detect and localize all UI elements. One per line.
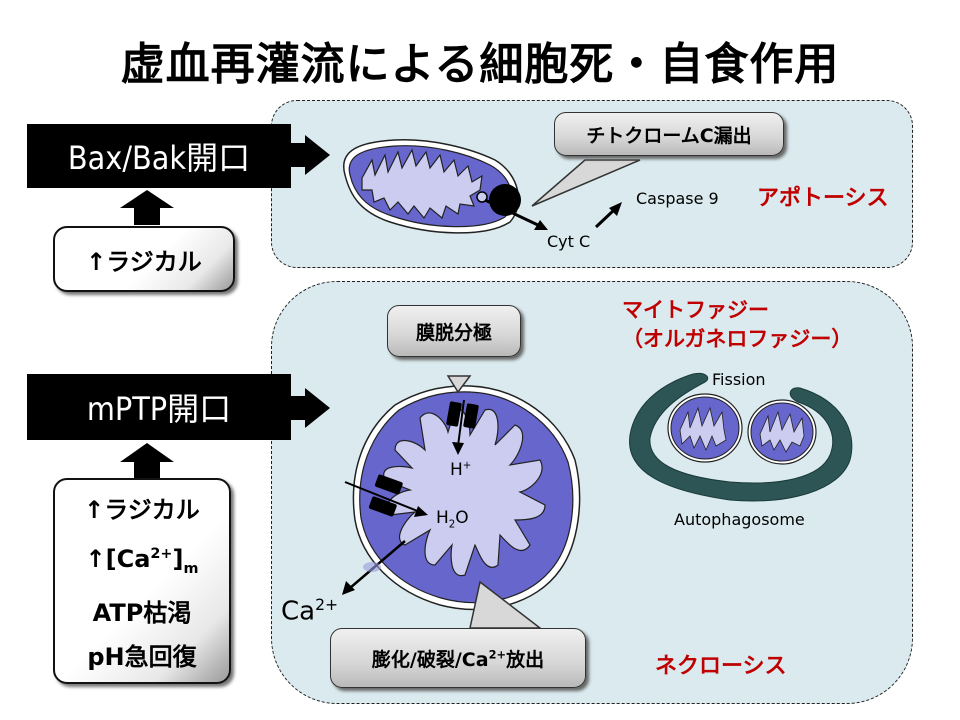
page-title: 虚血再灌流による細胞死・自食作用 — [120, 39, 840, 90]
channel-icon — [368, 496, 397, 517]
channel-icon — [463, 403, 479, 429]
autophagosome-icon — [629, 372, 853, 502]
up-arrow-icon — [120, 443, 174, 478]
arrow-head-icon — [534, 220, 548, 230]
bax-bak-opening-box: Bax/Bak開口 — [27, 124, 291, 188]
radical-cause-box: ↑ラジカル — [53, 226, 235, 292]
depolarization-callout: 膜脱分極 — [387, 305, 521, 357]
radical-label: ↑ラジカル — [84, 496, 200, 524]
arrow-head-icon — [452, 442, 464, 455]
swelling-rupture-callout: 膨化/破裂/Ca2+放出 — [330, 628, 586, 688]
atp-depletion-label: ATP枯渇 — [92, 598, 192, 627]
arrow-head-icon — [342, 581, 355, 595]
calcium-label: ↑[Ca2+]m — [85, 545, 199, 577]
caspase-9-label: Caspase 9 — [636, 189, 719, 208]
mptp-causes-box: ↑ラジカル ↑[Ca2+]m ATP枯渇 pH急回復 — [53, 478, 231, 684]
arrow-head-icon — [414, 506, 428, 517]
fission-label: Fission — [712, 370, 766, 389]
radical-label: ↑ラジカル — [86, 247, 202, 276]
right-arrow-icon — [291, 388, 330, 428]
autophagosome-label: Autophagosome — [674, 510, 805, 529]
callout-tail — [446, 375, 472, 394]
arrow-head-icon — [609, 202, 622, 216]
mitochondrion-icon — [343, 138, 520, 234]
callout-tail — [531, 159, 641, 207]
cytochrome-c-callout: チトクロームC漏出 — [554, 112, 784, 156]
mitochondrion-icon — [747, 399, 817, 465]
callout-text: 膜脱分極 — [415, 321, 492, 344]
up-arrow-icon — [120, 190, 174, 225]
calcium-ion-label: Ca2+ — [281, 596, 339, 627]
pore-icon — [489, 184, 521, 216]
mitochondrion-icon — [667, 393, 743, 463]
mptp-opening-box: mPTP開口 — [27, 374, 291, 440]
channel-icon — [446, 401, 462, 427]
callout-text: 膨化/破裂/Ca2+放出 — [371, 647, 545, 671]
callout-text: チトクロームC漏出 — [586, 124, 752, 147]
cyt-c-label: Cyt C — [547, 232, 591, 251]
ph-recovery-label: pH急回復 — [87, 642, 197, 671]
mitophagy-label: マイトファジー （オルガネロファジー） — [622, 298, 853, 351]
right-arrow-icon — [291, 135, 330, 175]
swollen-mitochondrion-icon — [352, 385, 581, 611]
apoptosis-label: アポトーシス — [757, 186, 889, 211]
channel-icon — [374, 474, 403, 495]
necrosis-label: ネクローシス — [655, 654, 787, 679]
h2o-label: H2O — [436, 508, 469, 531]
h-plus-label: H+ — [450, 460, 472, 480]
